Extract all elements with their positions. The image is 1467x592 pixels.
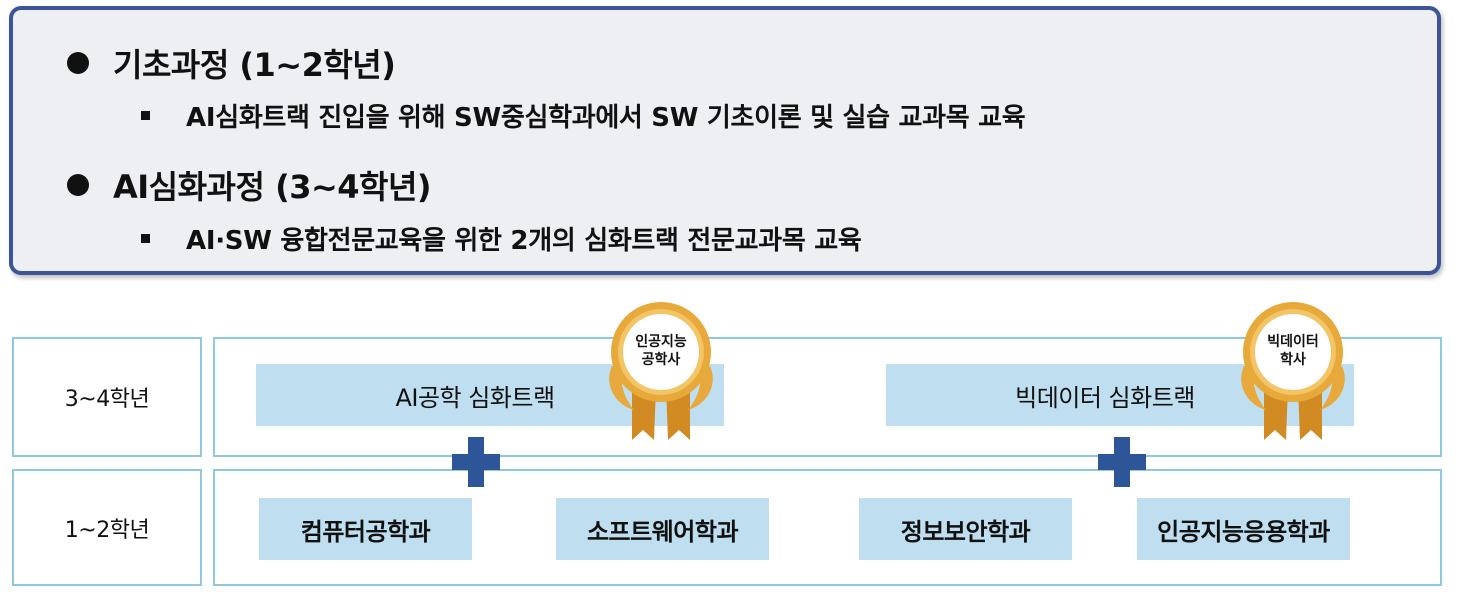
dept-label: 인공지능응용학과 bbox=[1157, 517, 1330, 546]
bullet-square-icon bbox=[141, 111, 150, 120]
medal-icon bbox=[1241, 302, 1345, 440]
medal-line: 빅데이터 bbox=[1267, 334, 1319, 350]
summary-heading: AI심화과정 (3~4학년) bbox=[113, 168, 432, 206]
bullet-dot-icon bbox=[67, 174, 89, 196]
dept-label: 소프트웨어학과 bbox=[586, 517, 739, 546]
year-label-lower: 1~2학년 bbox=[12, 469, 202, 586]
medal-line: 공학사 bbox=[641, 352, 681, 368]
dept-label: 컴퓨터공학과 bbox=[300, 517, 431, 546]
dept-label: 정보보안학과 bbox=[900, 517, 1031, 546]
medal-line: 인공지능 bbox=[635, 334, 687, 350]
summary-panel: 기초과정 (1~2학년) AI심화트랙 진입을 위해 SW중심학과에서 SW 기… bbox=[9, 6, 1441, 275]
bullet-square-icon bbox=[141, 234, 150, 243]
medal-line: 학사 bbox=[1280, 352, 1306, 368]
summary-detail-basic: AI심화트랙 진입을 위해 SW중심학과에서 SW 기초이론 및 실습 교과목 … bbox=[141, 97, 1026, 134]
dept-information-security: 정보보안학과 bbox=[859, 498, 1072, 560]
medal-bigdata-bachelor: 빅데이터 학사 bbox=[1230, 300, 1356, 442]
medal-icon bbox=[609, 302, 713, 440]
summary-heading: 기초과정 (1~2학년) bbox=[113, 46, 396, 84]
year-label-text: 1~2학년 bbox=[64, 517, 150, 543]
summary-detail: AI심화트랙 진입을 위해 SW중심학과에서 SW 기초이론 및 실습 교과목 … bbox=[186, 103, 1026, 133]
medal-ai-bachelor: 인공지능 공학사 bbox=[598, 300, 724, 442]
plus-icon bbox=[452, 437, 500, 487]
track-label: AI공학 심화트랙 bbox=[395, 383, 555, 412]
plus-icon bbox=[1098, 437, 1146, 487]
summary-item-advanced: AI심화과정 (3~4학년) bbox=[67, 162, 432, 208]
summary-detail-advanced: AI·SW 융합전문교육을 위한 2개의 심화트랙 전문교과목 교육 bbox=[141, 220, 862, 257]
dept-software: 소프트웨어학과 bbox=[556, 498, 769, 560]
summary-item-basic: 기초과정 (1~2학년) bbox=[67, 40, 396, 86]
year-label-upper: 3~4학년 bbox=[12, 337, 202, 457]
bullet-dot-icon bbox=[67, 52, 89, 74]
track-label: 빅데이터 심화트랙 bbox=[1015, 383, 1195, 412]
summary-detail: AI·SW 융합전문교육을 위한 2개의 심화트랙 전문교과목 교육 bbox=[186, 226, 862, 256]
year-label-text: 3~4학년 bbox=[64, 387, 150, 412]
dept-computer-engineering: 컴퓨터공학과 bbox=[259, 498, 472, 560]
dept-ai-application: 인공지능응용학과 bbox=[1137, 498, 1350, 560]
